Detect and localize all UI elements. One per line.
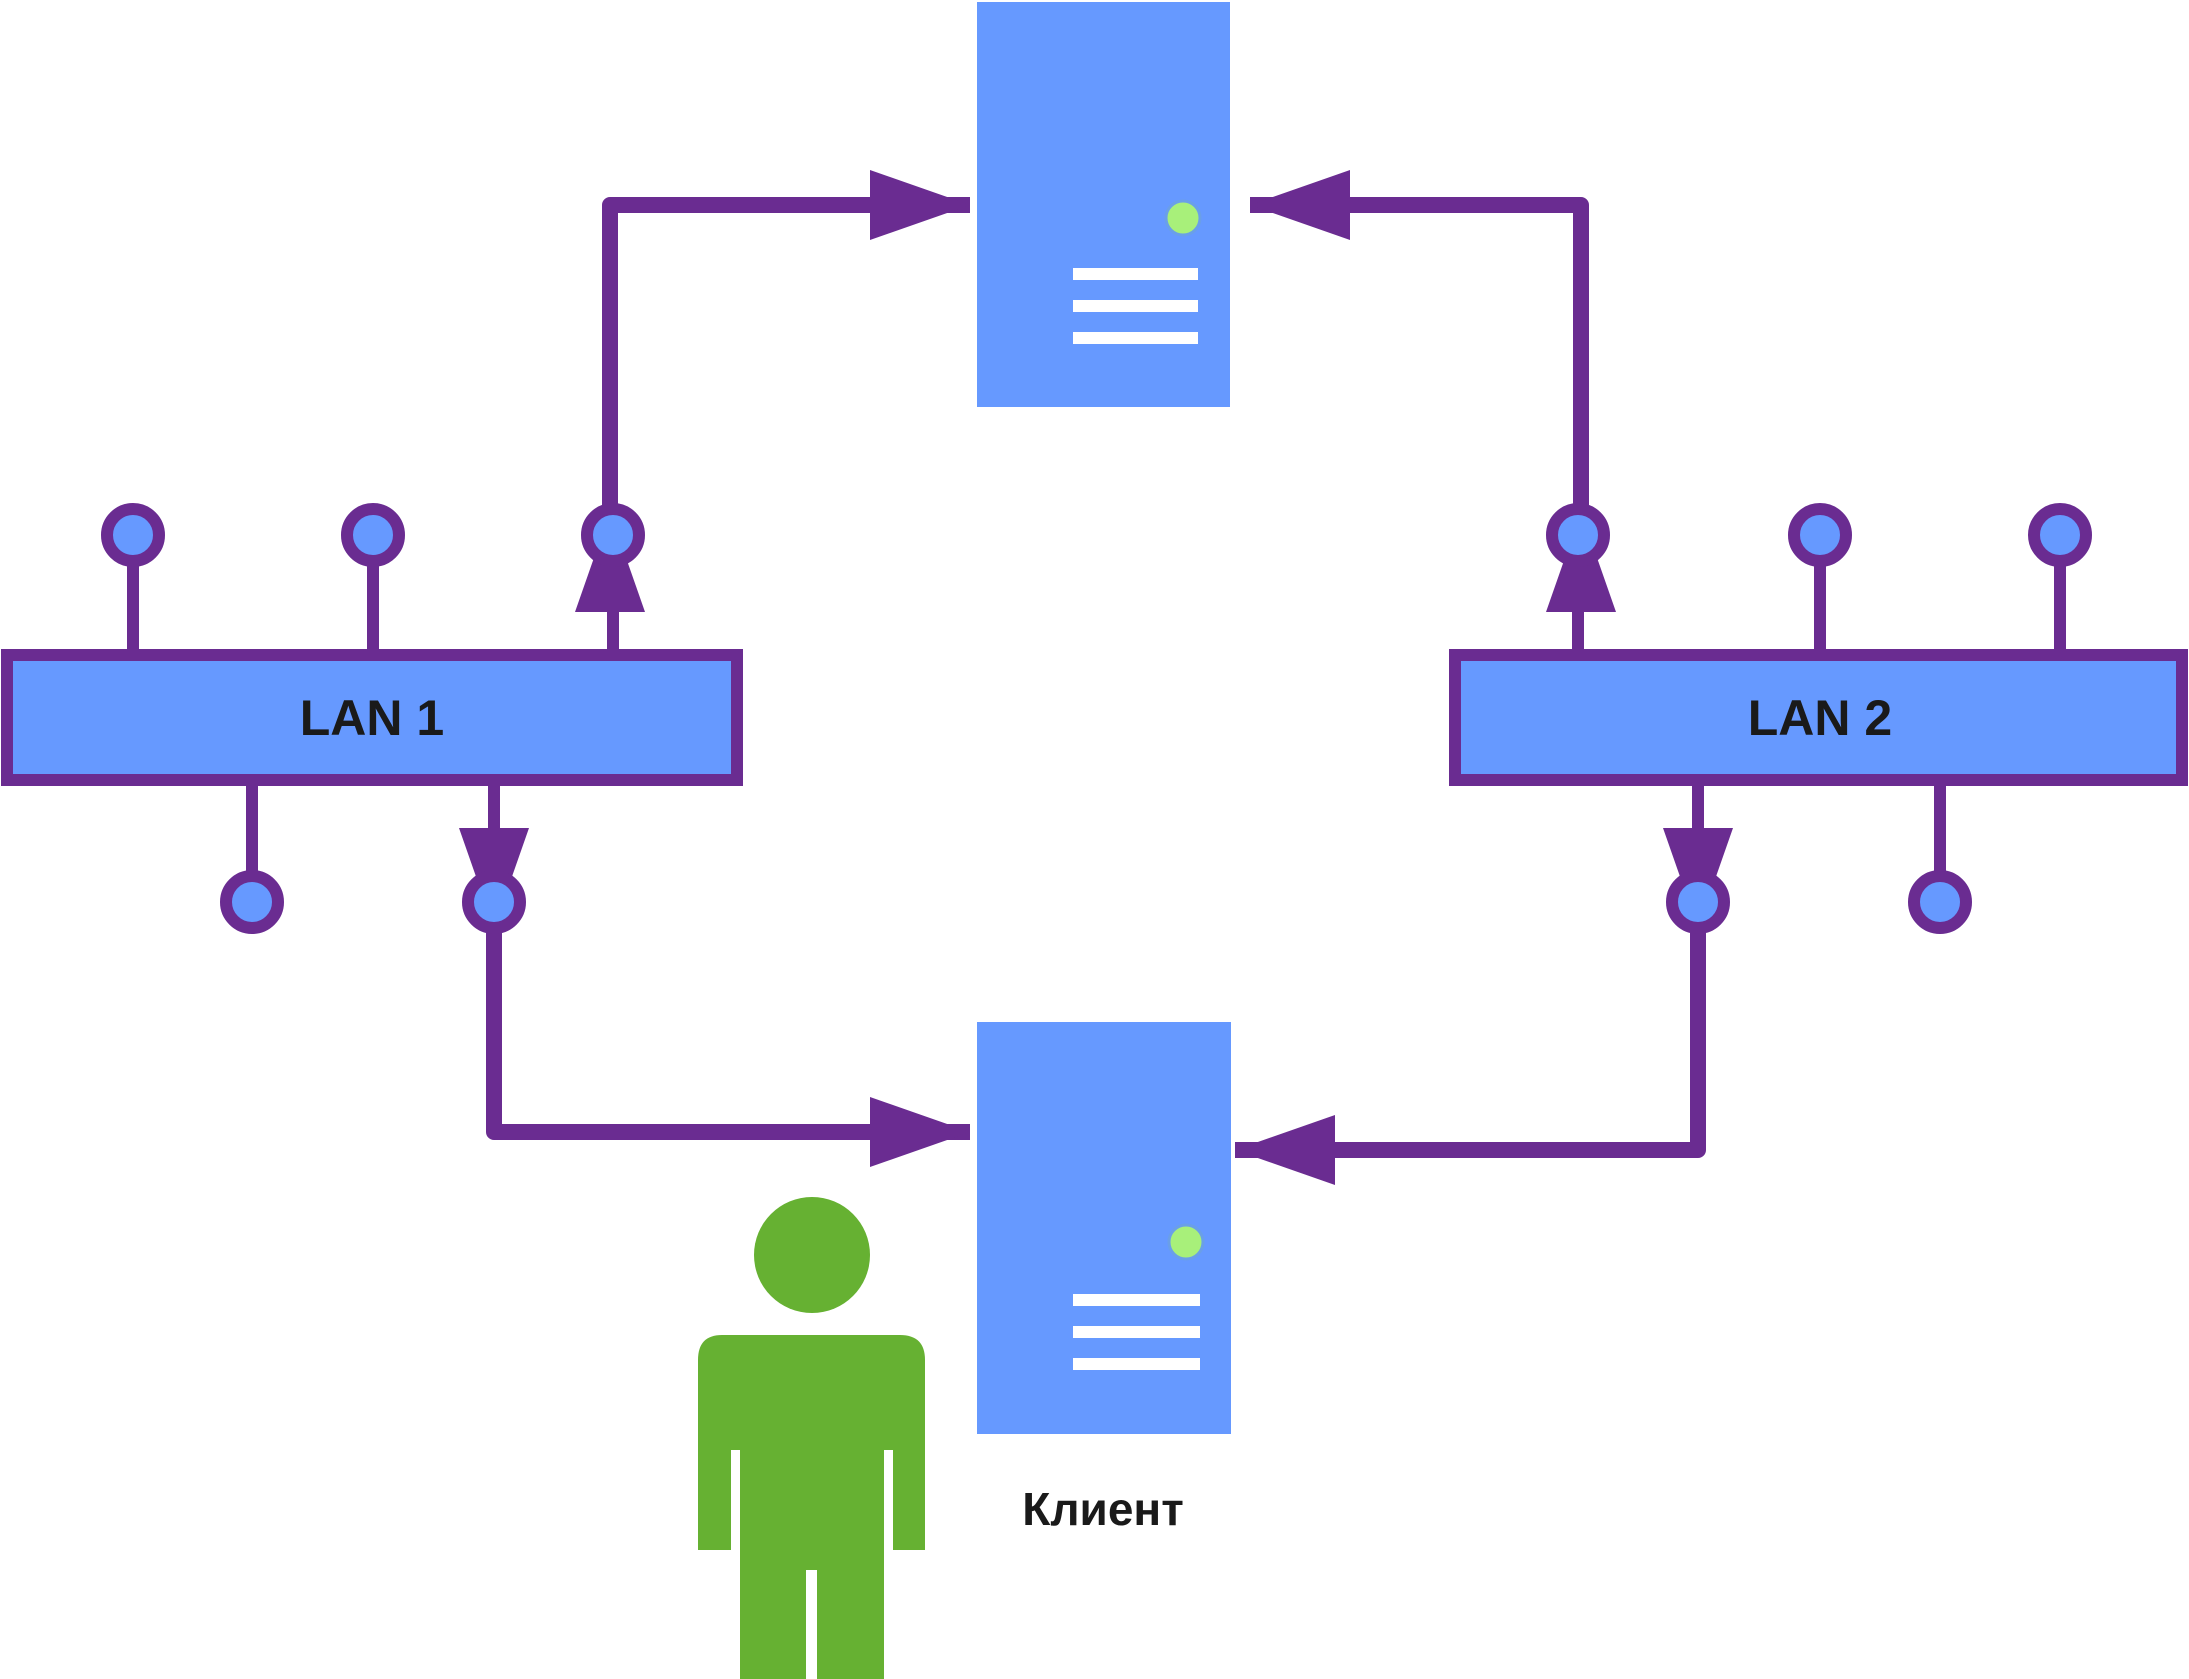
status-led-icon (1164, 199, 1202, 237)
drive-slot (1073, 300, 1198, 312)
link-lan2-server-top (1250, 170, 1616, 612)
client-server-icon (977, 1022, 1231, 1434)
lan-1-node (581, 503, 645, 567)
lan-2-node (1666, 870, 1730, 934)
status-led-icon (1167, 1223, 1205, 1261)
link-lan1-client (459, 828, 970, 1167)
drive-slot (1073, 268, 1198, 280)
person-body (698, 1335, 925, 1679)
drive-slot (1073, 1358, 1200, 1370)
lan-1-node (220, 870, 284, 934)
client-label: Клиент (1022, 1483, 1183, 1535)
lan-1 (1, 503, 743, 934)
lan-2 (1449, 503, 2188, 934)
lan-1-node (462, 870, 526, 934)
lan-1-label: LAN 1 (300, 690, 444, 746)
lan-1-bus (1, 649, 743, 786)
links (459, 170, 1733, 1185)
lan-2-label: LAN 2 (1748, 690, 1892, 746)
drive-slot (1073, 1326, 1200, 1338)
server-icon (977, 2, 1230, 407)
lan-2-bus (1449, 649, 2188, 786)
lan-2-node (1546, 503, 1610, 567)
lan-2-node (1788, 503, 1852, 567)
person-head (754, 1197, 870, 1313)
drive-slot (1073, 1294, 1200, 1306)
link-lan1-server-top (575, 170, 970, 612)
lan-2-node (1908, 870, 1972, 934)
lan-1-node (341, 503, 405, 567)
person-icon (698, 1197, 925, 1679)
lan-1-node (101, 503, 165, 567)
drive-slot (1073, 332, 1198, 344)
link-lan2-client (1235, 828, 1733, 1185)
lan-2-node (2028, 503, 2092, 567)
